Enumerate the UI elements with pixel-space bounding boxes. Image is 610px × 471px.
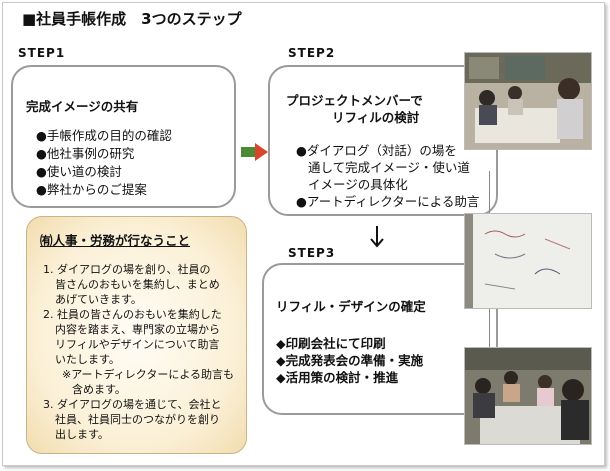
note-line: 皆さんのおもいを集約し、まとめ (55, 278, 220, 291)
note-line: 内容を踏まえ、専門家の立場から (55, 323, 220, 336)
step1-label: STEP1 (18, 46, 66, 60)
note-line: あげていきます。 (55, 293, 142, 306)
whiteboard-photo (464, 213, 592, 309)
note-line: 1. ダイアログの場を創り、社員の (43, 263, 211, 276)
down-arrow-icon (370, 226, 384, 248)
step2-line: 通して完成イメージ・使い道 (308, 160, 470, 175)
meeting-photo-2-image (465, 348, 591, 444)
step1-item: ●弊社からのご提案 (36, 182, 147, 197)
step1-heading: 完成イメージの共有 (26, 99, 139, 114)
note-line: ※アートディレクターによる助言も (62, 368, 235, 381)
step1-box (11, 65, 236, 208)
note-line: 社員、社員同士のつながりを創り (55, 413, 220, 426)
note-line: 出します。 (55, 428, 109, 441)
step2-line: ●ダイアログ（対話）の場を (296, 143, 457, 158)
step1-item: ●他社事例の研究 (36, 146, 135, 161)
note-line: いたします。 (55, 353, 120, 366)
step2-heading-line: リフィルの検討 (332, 110, 420, 125)
step1-item: ●手帳作成の目的の確認 (36, 128, 172, 143)
step3-label: STEP3 (288, 246, 336, 260)
step2-heading-line: プロジェクトメンバーで (286, 93, 423, 108)
meeting-photo-1 (464, 52, 592, 150)
page-title: ■社員手帳作成 3つのステップ (22, 10, 242, 28)
note-line: 含めます。 (72, 383, 126, 396)
note-line: 2. 社員の皆さんのおもいを集約した (43, 308, 222, 321)
step1-item: ●使い道の検討 (36, 164, 122, 179)
step2-line: ●アートディレクターによる助言 (296, 194, 480, 209)
step2-line: イメージの具体化 (308, 177, 408, 192)
step3-box (262, 263, 498, 415)
meeting-photo-1-image (465, 53, 591, 149)
meeting-photo-2 (464, 347, 592, 445)
step3-item: ◆活用策の検討・推進 (276, 370, 399, 385)
responsibilities-note (26, 216, 247, 454)
note-line: リフィルやデザインについて助言 (55, 338, 220, 351)
step2-box (268, 65, 498, 216)
step2-label: STEP2 (288, 46, 336, 60)
whiteboard-photo-image (465, 214, 591, 308)
step3-heading: リフィル・デザインの確定 (276, 299, 426, 314)
note-title: ㈲人事・労務が行なうこと (40, 233, 191, 248)
step3-item: ◆完成発表会の準備・実施 (276, 353, 424, 368)
note-line: 3. ダイアログの場を通じて、会社と (43, 398, 222, 411)
right-arrow-icon (241, 143, 268, 161)
step3-item: ◆印刷会社にて印刷 (276, 336, 386, 351)
